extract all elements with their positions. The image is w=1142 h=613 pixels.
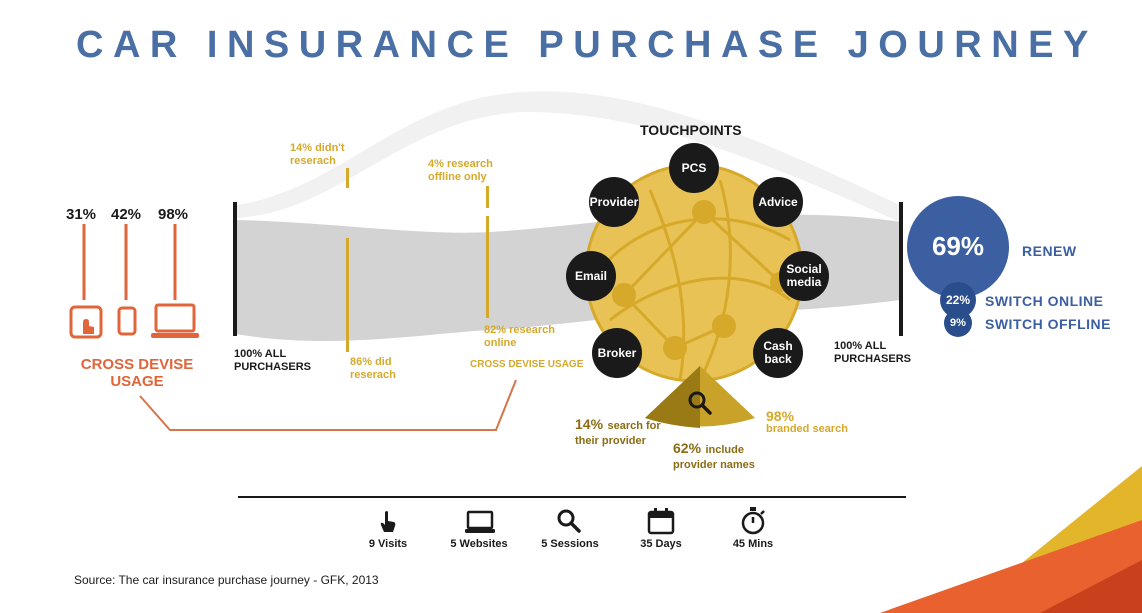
switch-offline-circle: [944, 309, 972, 337]
touchpoint-email: Email: [566, 251, 616, 301]
touchpoint-advice-label: Advice: [758, 194, 798, 209]
online-marker: [486, 216, 489, 318]
tablet-icon: [69, 305, 103, 339]
touchpoint-cash-back-label: Cash back: [763, 339, 793, 366]
switch-offline-pct: 9%: [950, 317, 966, 329]
offline-marker: [486, 186, 489, 208]
provider-names-stat: 62% include provider names: [673, 440, 773, 472]
laptop-icon: [151, 303, 199, 338]
cross-device-pct-tablet: 31%: [66, 206, 97, 223]
stat-sessions-label: 5 Sessions: [541, 538, 599, 550]
phone-icon: [117, 306, 137, 336]
offline-only-label: 4% research offline only: [428, 158, 493, 183]
provider-search-pct: 14%: [575, 416, 604, 432]
cross-device-usage-label: CROSS DEVISE USAGE: [470, 359, 584, 370]
switch-online-circle: [940, 282, 976, 318]
touchpoint-broker-label: Broker: [597, 345, 637, 360]
provider-search-text: search for their provider: [575, 420, 661, 447]
start-bar: [233, 202, 237, 336]
cross-device-pct-laptop: 98%: [158, 206, 189, 223]
branded-search-pct: 98%: [766, 408, 795, 424]
device-lines: [82, 224, 177, 300]
branded-search-text: branded search: [766, 423, 848, 435]
switch-offline-label: SWITCH OFFLINE: [985, 316, 1111, 332]
touchpoint-broker: Broker: [592, 328, 642, 378]
stat-visits-label: 9 Visits: [368, 538, 408, 550]
touchpoint-provider-label: Provider: [589, 194, 639, 209]
cross-device-pct-phone: 42%: [111, 206, 142, 223]
touchpoint-provider: Provider: [589, 177, 639, 227]
search-icon: [688, 391, 712, 415]
no-research-flow: [236, 91, 900, 223]
branded-search-stat: 98% branded search: [766, 408, 856, 436]
touchpoint-pcs-label: PCS: [681, 160, 707, 175]
laptop-icon: [465, 510, 495, 533]
did-research-label: 86% did reserach: [350, 356, 396, 381]
renew-pct: 69%: [931, 231, 985, 261]
touchpoint-email-label: Email: [574, 268, 607, 283]
source-note: Source: The car insurance purchase journ…: [74, 573, 379, 587]
end-purchasers-label: 100% ALL PURCHASERS: [834, 340, 912, 365]
provider-names-pct: 62%: [673, 440, 702, 456]
pointer-icon: [380, 511, 396, 532]
touchpoints-heading: TOUCHPOINTS: [640, 122, 742, 138]
touchpoint-advice: Advice: [753, 177, 803, 227]
provider-search-stat: 14% search for their provider: [575, 416, 675, 448]
stat-websites-label: 5 Websites: [450, 538, 508, 550]
online-label: 82% research online: [484, 324, 555, 349]
touchpoint-pcs: PCS: [669, 143, 719, 193]
end-bar: [899, 202, 903, 336]
corner-orange: [880, 520, 1142, 613]
stat-days-label: 35 Days: [640, 538, 682, 550]
switch-online-pct: 22%: [945, 293, 971, 307]
touchpoint-cash-back: Cash back: [753, 328, 803, 378]
search-icon: [557, 509, 581, 533]
touchpoint-social-media-label: Social media: [786, 262, 822, 289]
renew-label: RENEW: [1022, 243, 1077, 259]
start-purchasers-label: 100% ALL PURCHASERS: [234, 348, 312, 373]
didnt-research-label: 14% didn't reserach: [290, 142, 345, 167]
calendar-icon: [647, 508, 675, 535]
provider-names-text: include provider names: [673, 444, 755, 471]
page-title: CAR INSURANCE PURCHASE JOURNEY: [76, 24, 1098, 66]
touchpoint-social-media: Social media: [779, 251, 829, 301]
cross-device-label: CROSS DEVISE USAGE: [80, 356, 194, 390]
didnt-research-marker: [346, 168, 349, 188]
did-research-marker: [346, 238, 349, 352]
stat-mins-label: 45 Mins: [732, 538, 774, 550]
cross-device-bracket: [139, 379, 517, 431]
stopwatch-icon: [741, 507, 765, 535]
renew-circle: [907, 196, 1009, 298]
switch-online-label: SWITCH ONLINE: [985, 293, 1104, 309]
corner-red: [1040, 560, 1142, 613]
